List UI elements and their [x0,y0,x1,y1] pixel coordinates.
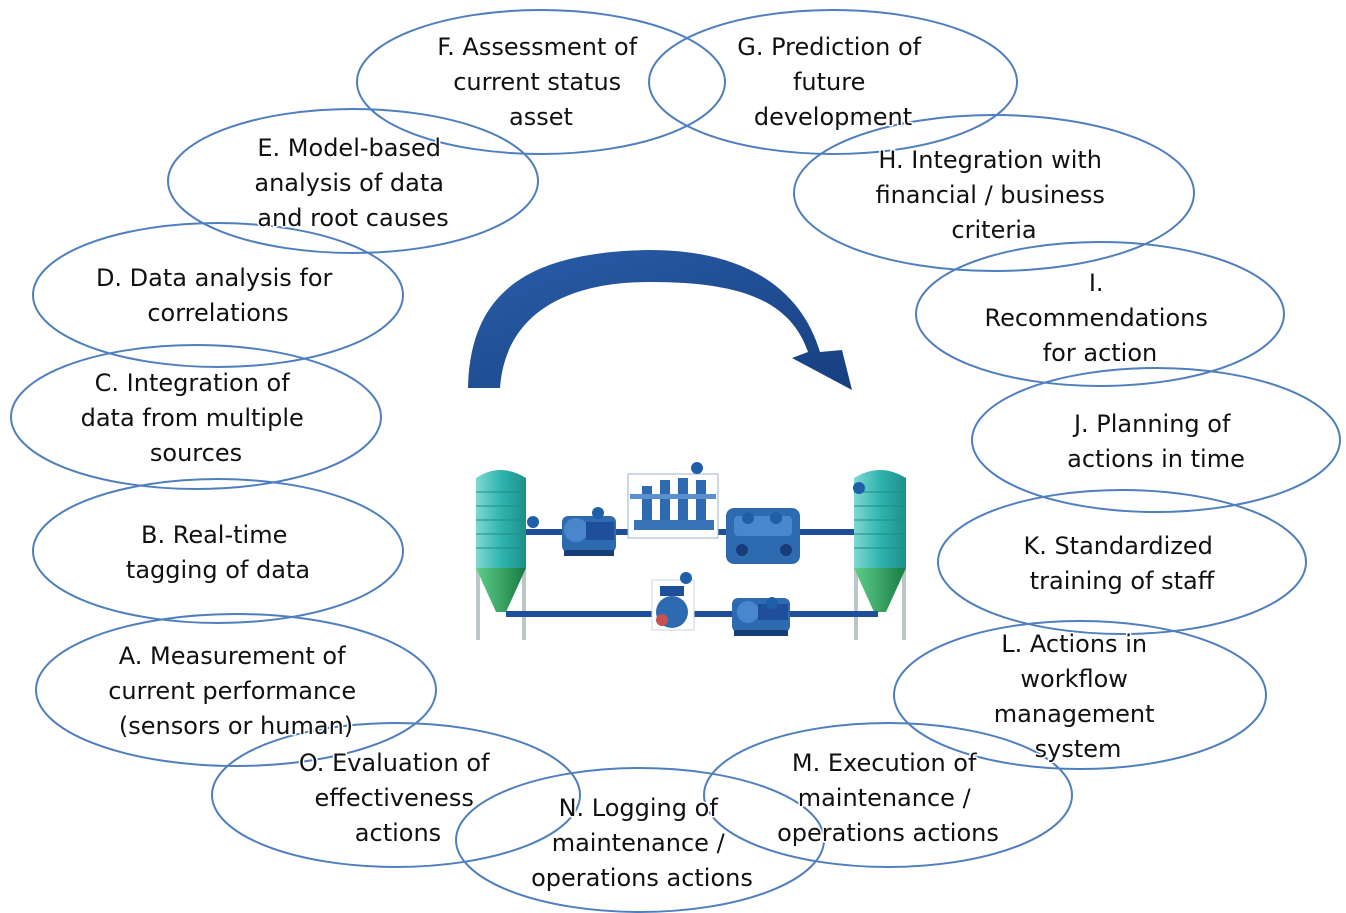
step-ellipse-e [167,108,539,254]
step-ellipse-n [455,767,825,913]
step-ellipse-j [971,367,1341,513]
step-label-c: C. Integration of data from multiple sou… [81,369,312,467]
pump-icon [562,507,616,556]
right-silo-icon [853,470,906,640]
step-label-a: A. Measurement of current performance (s… [108,642,364,740]
booster-station-icon [627,462,719,539]
step-label-o: O. Evaluation of effectiveness actions [299,749,497,847]
step-ellipse-d [32,222,404,368]
step-ellipse-b [32,478,404,624]
cycle-labels: A. Measurement of current performance (s… [79,32,1246,894]
cycle-arrow-icon [468,250,852,390]
step-label-g: G. Prediction of future development [737,33,928,131]
step-label-h: H. Integration with financial / business… [875,146,1112,244]
step-ellipse-o [211,722,581,868]
step-ellipse-k [937,489,1307,635]
step-label-m: M. Execution of maintenance / operations… [777,749,999,847]
step-ellipse-c [10,344,382,490]
cycle-ellipses [10,9,1341,913]
step-label-j: J. Planning of actions in time [1067,410,1245,473]
step-label-f: F. Assessment of current status asset [437,33,645,131]
plant-illustration [476,462,906,640]
step-ellipse-f [356,9,726,155]
step-ellipse-h [793,114,1195,272]
step-ellipse-g [648,9,1018,155]
step-ellipse-m [703,722,1073,868]
valve-icon [651,572,695,631]
step-label-e: E. Model-based analysis of data and root… [254,134,451,232]
step-label-n: N. Logging of maintenance / operations a… [531,794,753,892]
step-label-b: B. Real-time tagging of data [126,521,310,584]
step-ellipse-l [893,620,1267,770]
step-label-i: I. Recommendations for action [984,269,1215,367]
step-label-d: D. Data analysis for correlations [96,264,340,327]
step-label-k: K. Standardized training of staff [1023,532,1220,595]
pump-icon [732,597,790,636]
compressor-icon [726,508,800,564]
left-silo-icon [476,470,539,640]
step-ellipse-a [35,613,437,767]
step-label-l: L. Actions in workflow management system [994,630,1162,763]
step-ellipse-i [915,241,1285,387]
